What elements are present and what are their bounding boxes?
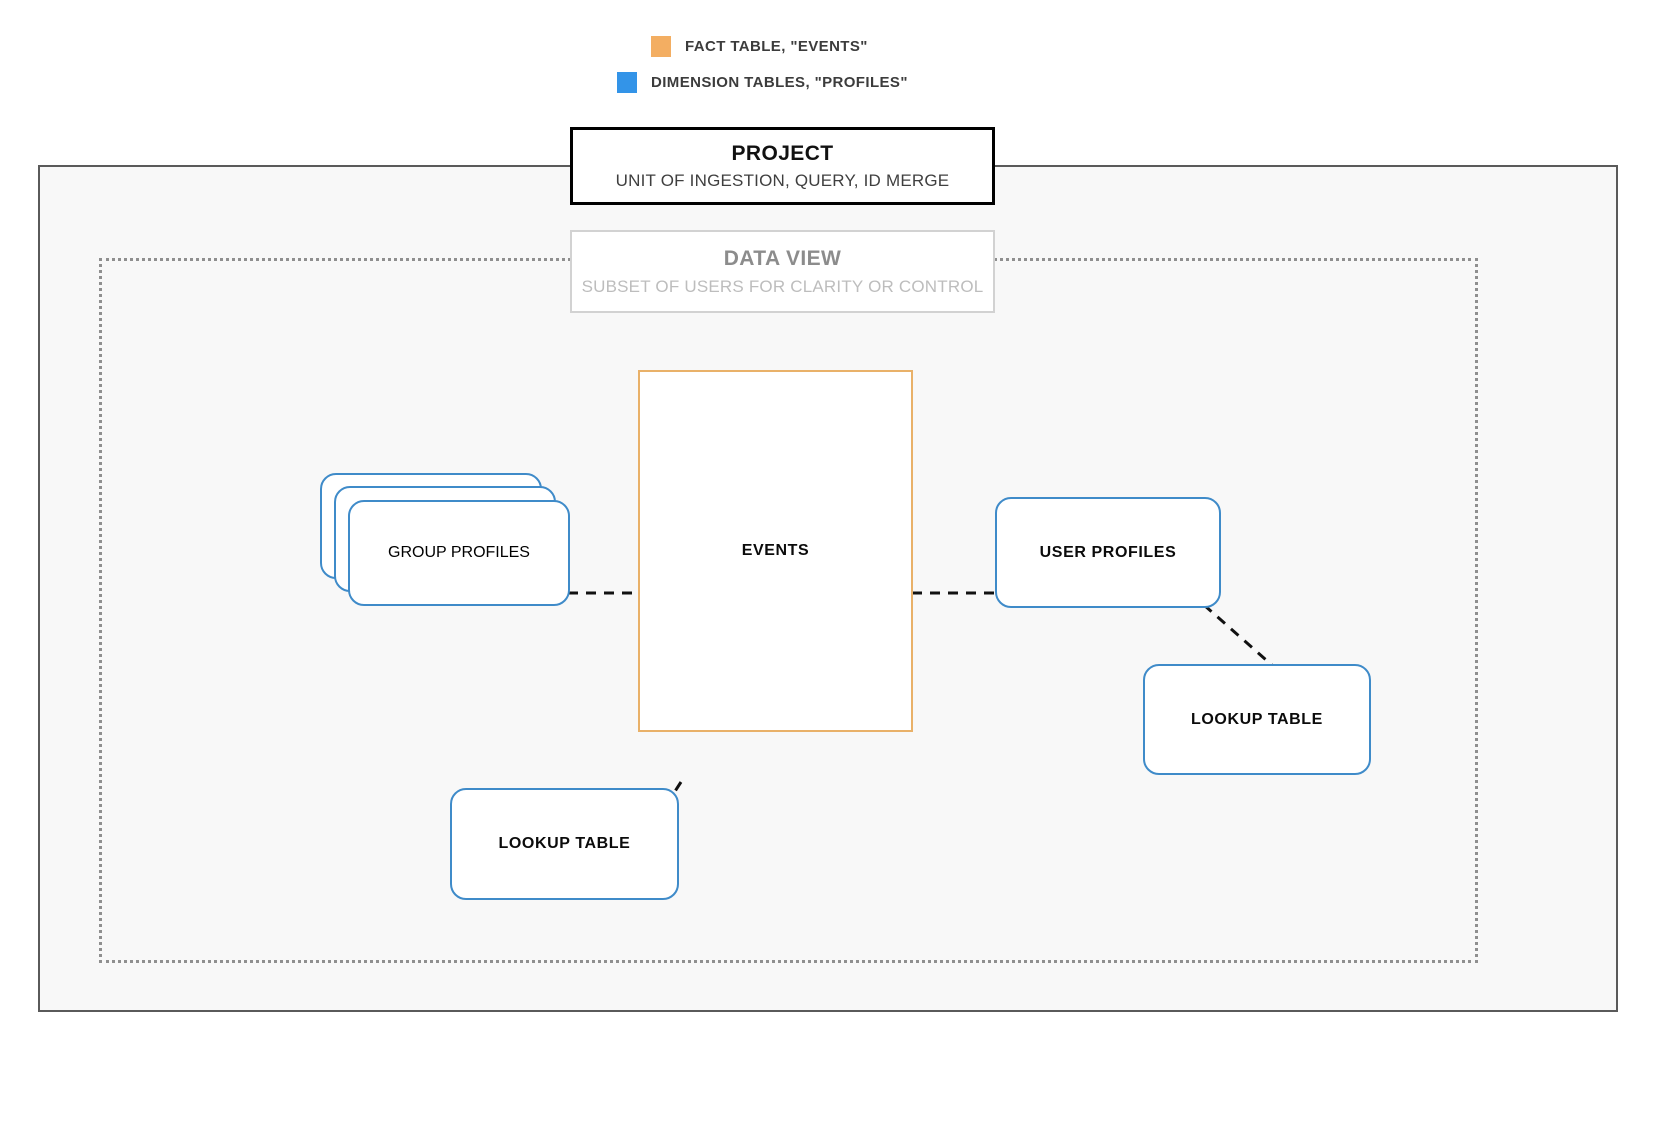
project-subtitle: UNIT OF INGESTION, QUERY, ID MERGE (615, 170, 950, 190)
node-user-profiles[interactable]: USER PROFILES (995, 497, 1221, 608)
project-title: PROJECT (731, 141, 834, 165)
legend-label-dimension-tables: DIMENSION TABLES, "PROFILES" (651, 74, 908, 91)
node-user-profiles-label: USER PROFILES (1039, 543, 1177, 561)
node-group-profiles-card-front[interactable]: GROUP PROFILES (348, 500, 570, 606)
legend-item-dimension-tables: DIMENSION TABLES, "PROFILES" (617, 72, 908, 93)
legend-item-fact-table: FACT TABLE, "EVENTS" (651, 36, 868, 57)
node-lookup-table-left-label: LOOKUP TABLE (498, 835, 631, 852)
node-group-profiles[interactable]: GROUP PROFILES (320, 473, 570, 610)
node-events-label: EVENTS (741, 542, 810, 559)
legend-swatch-dimension-tables (617, 72, 637, 93)
data-view-subtitle: SUBSET OF USERS FOR CLARITY OR CONTROL (581, 276, 984, 296)
node-lookup-table-left[interactable]: LOOKUP TABLE (450, 788, 679, 900)
data-view-title: DATA VIEW (723, 246, 842, 270)
node-events[interactable]: EVENTS (638, 370, 913, 732)
legend-label-fact-table: FACT TABLE, "EVENTS" (685, 38, 868, 55)
node-group-profiles-label: GROUP PROFILES (388, 544, 530, 561)
data-view-card: DATA VIEW SUBSET OF USERS FOR CLARITY OR… (570, 230, 995, 313)
node-lookup-table-right-label: LOOKUP TABLE (1191, 710, 1323, 728)
node-lookup-table-right[interactable]: LOOKUP TABLE (1143, 664, 1371, 775)
project-card: PROJECT UNIT OF INGESTION, QUERY, ID MER… (570, 127, 995, 205)
legend-swatch-fact-table (651, 36, 671, 57)
